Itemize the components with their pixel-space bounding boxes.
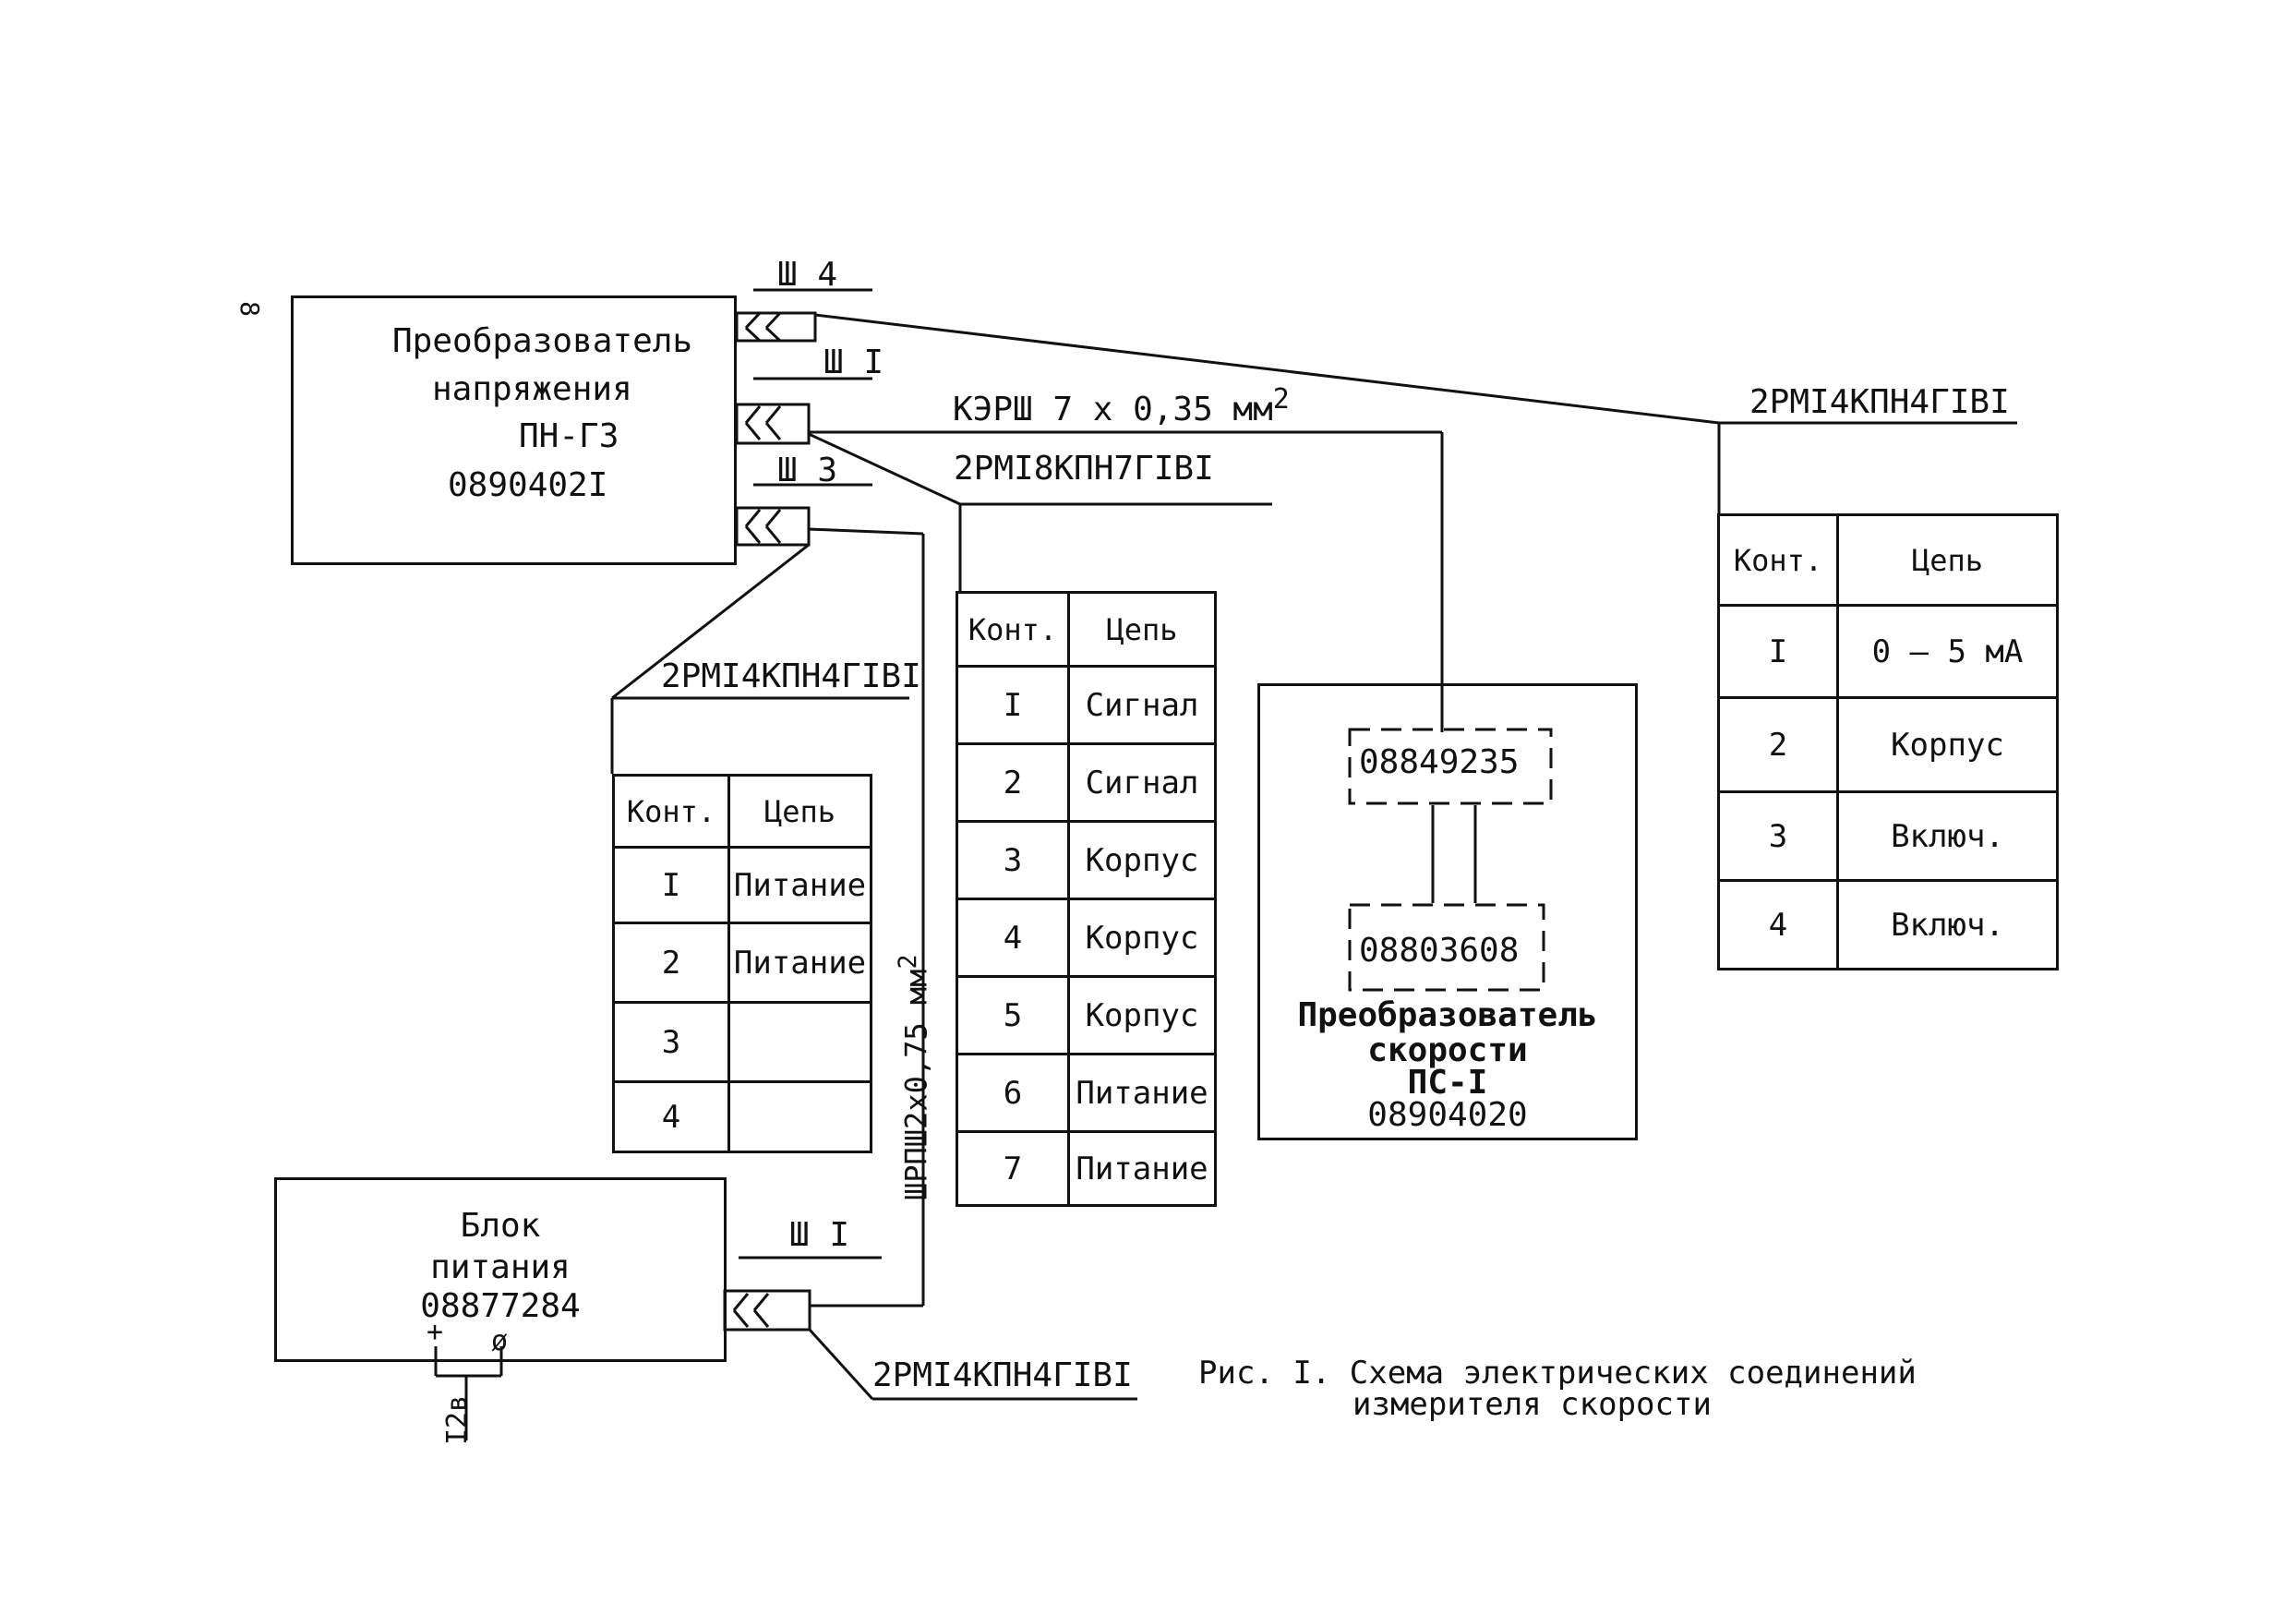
plug-label-left: 2РМI4КПН4ГIВI [661,657,921,695]
speed-module-code: 08803608 [1359,932,1520,970]
speed-converter-block [1257,683,1638,1140]
connector-sh1-top [735,403,811,445]
right-table-circuit: Корпус [1836,696,2059,793]
voltage-converter-subtitle: напряжения [432,370,632,408]
power-unit-subtitle: питания [430,1248,571,1286]
kersh-cable-exponent: 2 [1272,383,1290,416]
figure-caption: Рис. I. Схема электрических соединений [1198,1355,1917,1392]
shrpsh-cable-exponent: 2 [894,954,922,970]
left-table-pin: 3 [612,1001,730,1083]
speed-converter-code: 08904020 [1367,1096,1528,1134]
middle-table-pin: 4 [956,898,1070,978]
power-unit-code: 08877284 [420,1287,581,1325]
left-table-circuit [727,1001,872,1083]
left-table-circuit [727,1080,872,1153]
left-table-header-contact: Конт. [612,774,730,849]
middle-table-header-circuit: Цепь [1067,591,1217,668]
middle-table-circuit: Корпус [1067,898,1217,978]
voltage-converter-model: ПН-ГЗ [519,417,619,455]
right-table-circuit: 0 – 5 мА [1836,604,2059,699]
supply-voltage: I2в [441,1394,474,1445]
middle-table-circuit: Сигнал [1067,665,1217,745]
power-unit-title: Блок [460,1207,541,1245]
middle-table-header-contact: Конт. [956,591,1070,668]
voltage-converter-code: 0890402I [448,466,608,504]
shrpsh-cable-label: ШРПШ2х0,75 мм2 [894,954,934,1200]
middle-table-pin: I [956,665,1070,745]
right-table-header-circuit: Цепь [1836,513,2059,607]
middle-table-pin: 3 [956,820,1070,900]
middle-table-circuit: Сигнал [1067,742,1217,823]
right-table-circuit: Включ. [1836,879,2059,970]
middle-table-pin: 2 [956,742,1070,823]
right-table-pin: 3 [1717,790,1839,882]
left-table-pin: 4 [612,1080,730,1153]
middle-table-pin: 7 [956,1130,1070,1207]
left-table-circuit: Питание [727,846,872,924]
middle-table-pin: 5 [956,975,1070,1055]
left-table-pin: 2 [612,922,730,1004]
kersh-cable-label: КЭРШ 7 х 0,35 мм2 [953,383,1290,428]
left-table-circuit: Питание [727,922,872,1004]
plug-label-middle: 2РМI8КПН7ГIВI [954,450,1214,488]
right-table-pin: 2 [1717,696,1839,793]
plug-label-right: 2РМI4КПН4ГIВI [1749,383,2010,421]
speed-converter-title: Преобразователь [1297,996,1598,1034]
speed-sensor-code: 08849235 [1359,743,1520,781]
voltage-converter-block [291,295,737,565]
power-unit-block [274,1177,727,1362]
connector-sh4 [735,311,817,343]
positive-terminal: + [427,1316,444,1348]
middle-table-circuit: Корпус [1067,975,1217,1055]
left-table-pin: I [612,846,730,924]
page-number: 8 [234,301,265,317]
left-table-header-circuit: Цепь [727,774,872,849]
connector-sh1-top-label: Ш I [823,343,884,381]
right-table-header-contact: Конт. [1717,513,1839,607]
right-table-pin: I [1717,604,1839,699]
speed-converter-model: ПС-I [1407,1064,1488,1102]
negative-terminal: ø [491,1325,509,1357]
plug-label-bottom: 2РМI4КПН4ГIВI [872,1356,1133,1394]
middle-table-circuit: Корпус [1067,820,1217,900]
speed-converter-subtitle: скорости [1367,1031,1528,1069]
connector-sh4-label: Ш 4 [777,256,838,294]
voltage-converter-title: Преобразователь [392,322,693,360]
middle-table-circuit: Питание [1067,1053,1217,1133]
middle-table-pin: 6 [956,1053,1070,1133]
right-table-pin: 4 [1717,879,1839,970]
figure-caption-line2: измерителя скорости [1352,1386,1712,1423]
right-table-circuit: Включ. [1836,790,2059,882]
middle-table-circuit: Питание [1067,1130,1217,1207]
connector-sh1-bottom-label: Ш I [789,1216,850,1254]
connector-sh3-label: Ш 3 [777,452,838,489]
